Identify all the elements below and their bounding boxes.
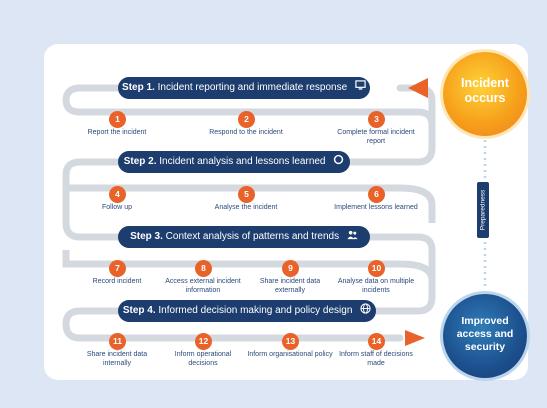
step-4-prefix: Step 4. — [122, 305, 156, 316]
step-number-5: 5 — [238, 186, 255, 203]
action-label-1: Report the incident — [87, 129, 147, 136]
action-label-3: Complete formal incident report — [337, 129, 415, 145]
step-number-11: 11 — [109, 333, 126, 350]
step-number-2: 2 — [238, 111, 255, 128]
preparedness-tag: Preparedness — [477, 182, 489, 238]
action-label-10: Analyse data on multiple incidents — [337, 278, 415, 294]
step-2-banner: Step 2. Incident analysis and lessons le… — [118, 151, 350, 173]
incident-occurs-circle: Incident occurs — [443, 52, 527, 136]
step-4-title: Informed decision making and policy desi… — [158, 305, 353, 316]
step-number-6: 6 — [368, 186, 385, 203]
preparedness-label: Preparedness — [479, 189, 487, 231]
step-3-title: Context analysis of patterns and trends — [165, 231, 340, 242]
action-label-9: Share incident data externally — [259, 278, 321, 294]
step-number-3: 3 — [368, 111, 385, 128]
action-label-2: Respond to the incident — [209, 129, 283, 136]
action-label-13: Inform organisational policy — [247, 351, 333, 358]
action-label-7: Record incident — [92, 278, 142, 285]
people-icon — [347, 230, 358, 240]
step-1-title: Incident reporting and immediate respons… — [157, 82, 348, 93]
step-2-title: Incident analysis and lessons learned — [159, 156, 326, 167]
step-3-banner: Step 3. Context analysis of patterns and… — [118, 226, 370, 248]
step-1-banner: Step 1. Incident reporting and immediate… — [118, 77, 370, 99]
step-2-prefix: Step 2. — [123, 156, 157, 167]
action-label-8: Access external incident information — [165, 278, 241, 294]
improved-access-label: Improved access and security — [456, 315, 514, 353]
step-number-9: 9 — [282, 260, 299, 277]
step-number-13: 13 — [282, 333, 299, 350]
step-number-14: 14 — [368, 333, 385, 350]
computer-icon — [355, 80, 366, 90]
step-number-4: 4 — [109, 186, 126, 203]
arrow-out-icon — [405, 330, 425, 346]
action-label-5: Analyse the incident — [214, 204, 278, 211]
action-label-12: Inform operational decisions — [174, 351, 232, 367]
globe-icon — [360, 303, 371, 314]
step-number-1: 1 — [109, 111, 126, 128]
step-number-8: 8 — [195, 260, 212, 277]
improved-access-circle: Improved access and security — [443, 294, 527, 378]
step-4-banner: Step 4. Informed decision making and pol… — [118, 300, 376, 322]
arrow-in-icon — [408, 78, 428, 98]
cycle-icon — [334, 154, 344, 165]
step-1-prefix: Step 1. — [122, 82, 155, 93]
step-number-7: 7 — [109, 260, 126, 277]
step-number-10: 10 — [368, 260, 385, 277]
action-label-14: Inform staff of decisions made — [339, 351, 413, 367]
step-3-prefix: Step 3. — [130, 231, 163, 242]
step-number-12: 12 — [195, 333, 212, 350]
action-label-4: Follow up — [102, 204, 132, 211]
action-label-6: Implement lessons learned — [334, 204, 418, 211]
action-label-11: Share incident data internally — [86, 351, 148, 367]
incident-occurs-label: Incident occurs — [461, 76, 509, 105]
